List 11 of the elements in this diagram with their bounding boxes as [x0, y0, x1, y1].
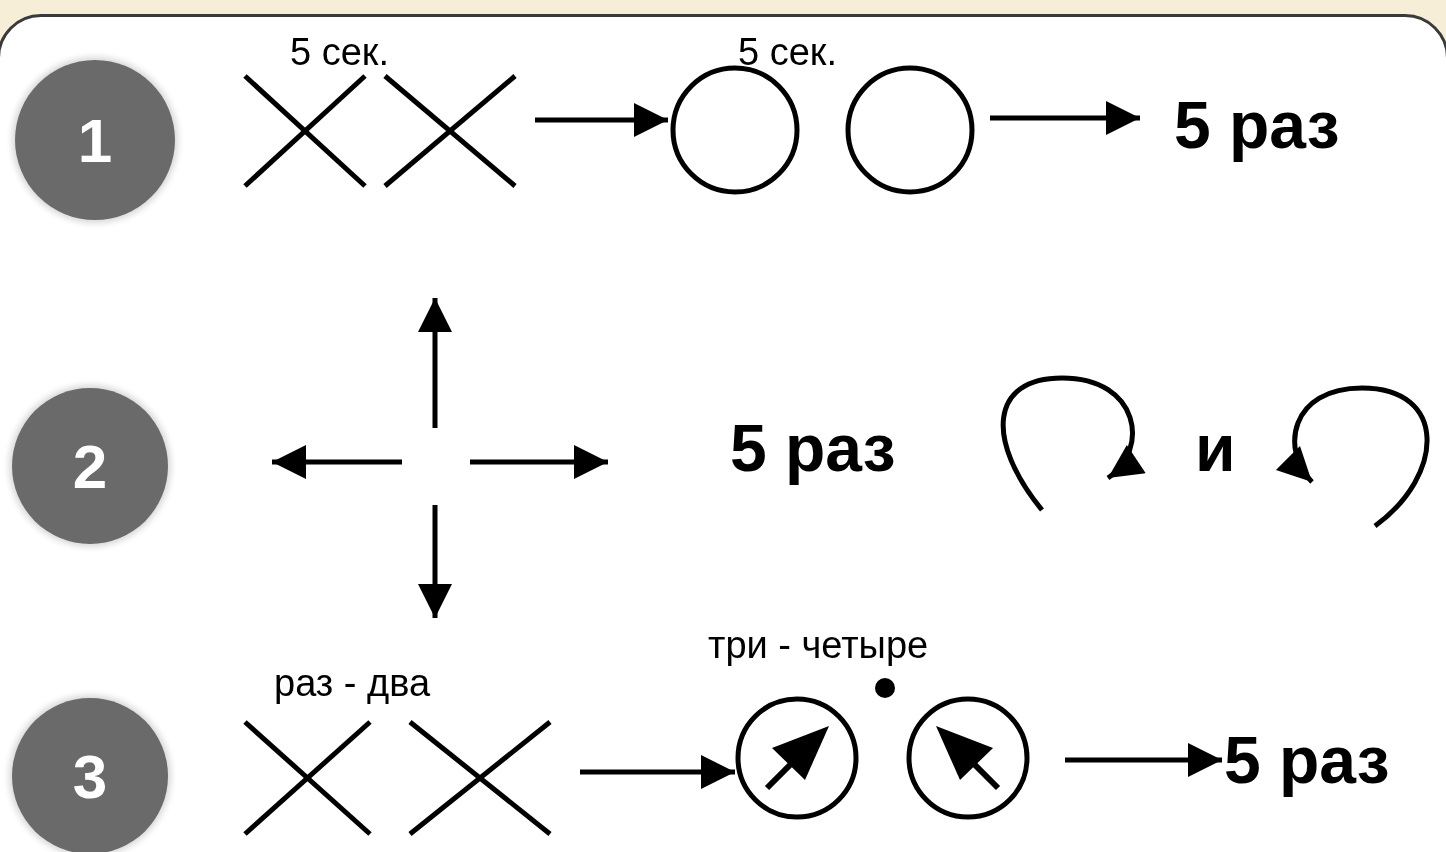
repeat-count-text: 5 раз	[1174, 85, 1340, 165]
repeat-count-text: 5 раз	[1224, 720, 1390, 800]
conjunction-text: и	[1195, 415, 1236, 481]
arrow	[1065, 743, 1222, 777]
duration-label: 5 сек.	[738, 33, 837, 71]
duration-label: раз - два	[274, 664, 431, 702]
arrow	[580, 755, 735, 789]
duration-label: три - четыре	[708, 626, 929, 664]
arrow	[535, 103, 668, 137]
arrow	[990, 101, 1140, 135]
duration-label: 5 сек.	[290, 33, 389, 71]
